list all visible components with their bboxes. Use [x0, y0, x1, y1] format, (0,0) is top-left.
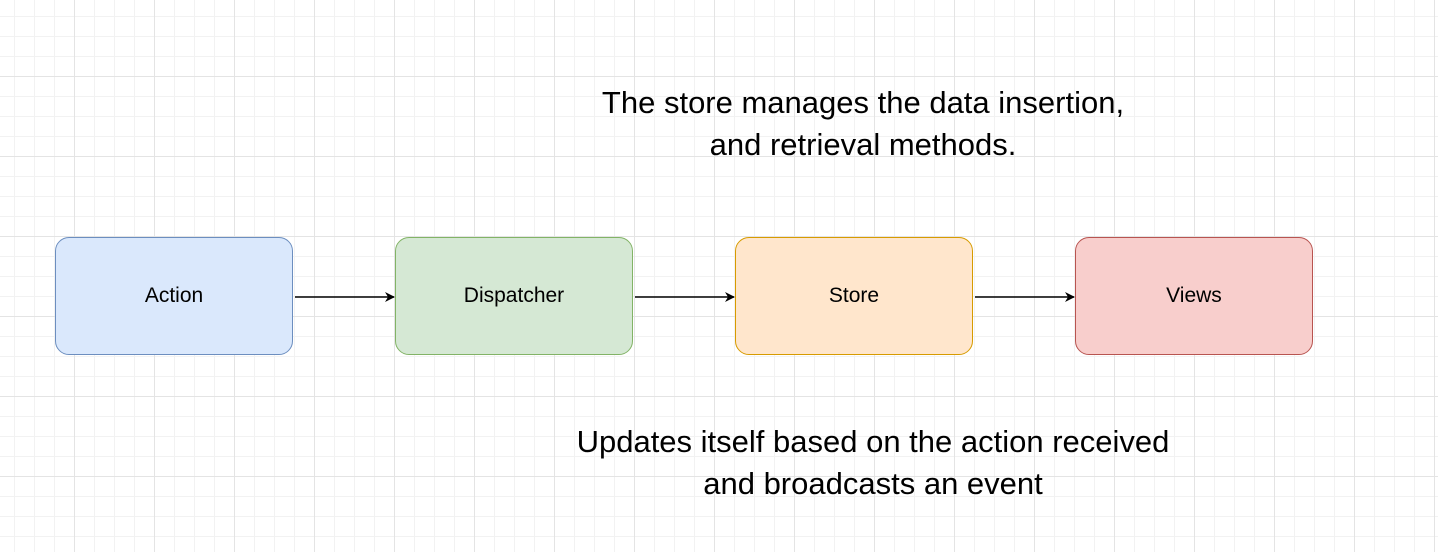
dispatcher-node[interactable]: Dispatcher [395, 237, 633, 355]
update-note-line-1: Updates itself based on the action recei… [576, 424, 1170, 459]
dispatcher-node-label: Dispatcher [463, 284, 565, 307]
action-node[interactable]: Action [55, 237, 293, 355]
store-node-label: Store [828, 284, 880, 307]
store-node[interactable]: Store [735, 237, 973, 355]
views-node-label: Views [1166, 284, 1222, 307]
update-note-line-2: and broadcasts an event [703, 466, 1043, 501]
store-note-line-2: and retrieval methods. [709, 127, 1017, 162]
store-update-note: Updates itself based on the action recei… [523, 421, 1223, 505]
views-node[interactable]: Views [1075, 237, 1313, 355]
store-description-note: The store manages the data insertion, an… [563, 82, 1163, 166]
action-node-label: Action [144, 284, 204, 307]
store-note-line-1: The store manages the data insertion, [601, 85, 1125, 120]
